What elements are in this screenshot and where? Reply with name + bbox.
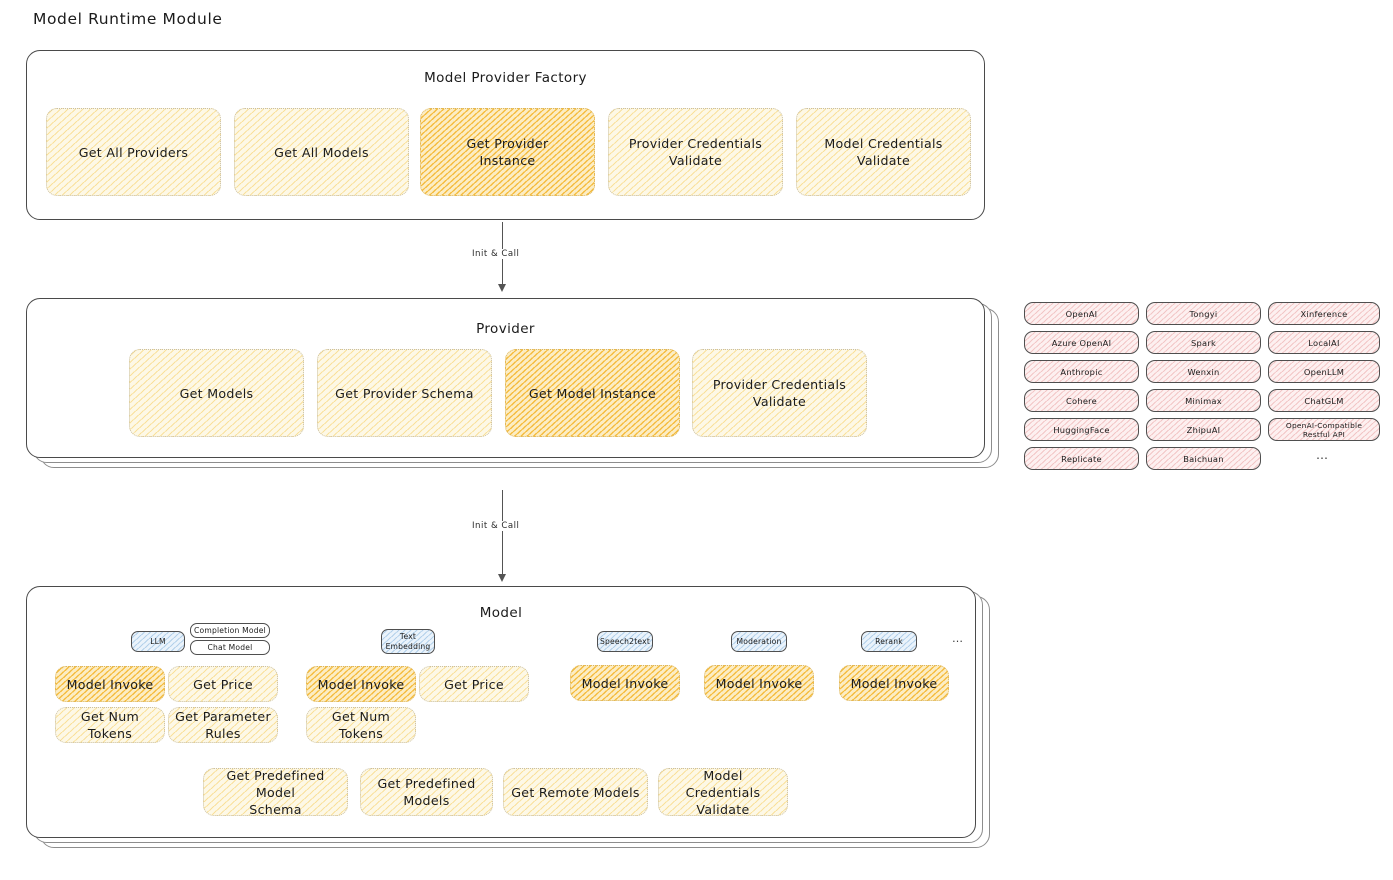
provider-pill-spark[interactable]: Spark — [1146, 331, 1261, 354]
page-title: Model Runtime Module — [33, 10, 223, 28]
provider-list: OpenAI Azure OpenAI Anthropic Cohere Hug… — [1024, 300, 1380, 472]
node-get-all-providers[interactable]: Get All Providers — [46, 108, 221, 196]
badge-rerank[interactable]: Rerank — [861, 631, 917, 652]
provider-pill-huggingface[interactable]: HuggingFace — [1024, 418, 1139, 441]
provider-pill-azure-openai[interactable]: Azure OpenAI — [1024, 331, 1139, 354]
provider-pill-replicate[interactable]: Replicate — [1024, 447, 1139, 470]
section-title-model-provider-factory: Model Provider Factory — [424, 70, 587, 86]
node-speech2text-model-invoke[interactable]: Model Invoke — [570, 665, 680, 701]
badge-chat-model[interactable]: Chat Model — [190, 640, 270, 655]
provider-pill-localai[interactable]: LocalAI — [1268, 331, 1380, 354]
arrow-label-init-and-call-1: Init & Call — [468, 249, 524, 259]
node-provider-credentials-validate-2[interactable]: Provider Credentials Validate — [692, 349, 867, 437]
badge-moderation[interactable]: Moderation — [731, 631, 787, 652]
node-get-remote-models[interactable]: Get Remote Models — [503, 768, 648, 816]
section-model-provider-factory: Model Provider Factory Get All Providers… — [26, 50, 985, 220]
arrow-factory-to-provider: Init & Call — [440, 222, 580, 298]
node-text-embedding-get-price[interactable]: Get Price — [419, 666, 529, 702]
section-title-model: Model — [479, 605, 523, 621]
provider-pill-chatglm[interactable]: ChatGLM — [1268, 389, 1380, 412]
arrow-provider-to-model: Init & Call — [440, 490, 580, 588]
node-get-predefined-models[interactable]: Get Predefined Models — [360, 768, 493, 816]
node-get-all-models[interactable]: Get All Models — [234, 108, 409, 196]
provider-pill-openai-compatible-restful-api[interactable]: OpenAI-Compatible Restful API — [1268, 418, 1380, 441]
badge-llm[interactable]: LLM — [131, 631, 185, 652]
node-llm-get-parameter-rules[interactable]: Get Parameter Rules — [168, 707, 278, 743]
provider-pill-openai[interactable]: OpenAI — [1024, 302, 1139, 325]
node-provider-credentials-validate[interactable]: Provider Credentials Validate — [608, 108, 783, 196]
node-get-provider-schema[interactable]: Get Provider Schema — [317, 349, 492, 437]
node-rerank-model-invoke[interactable]: Model Invoke — [839, 665, 949, 701]
node-text-embedding-get-num-tokens[interactable]: Get Num Tokens — [306, 707, 416, 743]
provider-pill-minimax[interactable]: Minimax — [1146, 389, 1261, 412]
node-moderation-model-invoke[interactable]: Model Invoke — [704, 665, 814, 701]
provider-pill-cohere[interactable]: Cohere — [1024, 389, 1139, 412]
provider-pill-anthropic[interactable]: Anthropic — [1024, 360, 1139, 383]
node-llm-model-invoke[interactable]: Model Invoke — [55, 666, 165, 702]
model-types-more-indicator: … — [952, 632, 964, 645]
arrow-label-init-and-call-2: Init & Call — [468, 521, 524, 531]
badge-completion-model[interactable]: Completion Model — [190, 623, 270, 638]
provider-pill-openllm[interactable]: OpenLLM — [1268, 360, 1380, 383]
section-provider: Provider Get Models Get Provider Schema … — [26, 298, 985, 458]
badge-speech2text[interactable]: Speech2text — [597, 631, 653, 652]
node-get-provider-instance[interactable]: Get Provider Instance — [420, 108, 595, 196]
node-llm-get-num-tokens[interactable]: Get Num Tokens — [55, 707, 165, 743]
node-get-predefined-model-schema[interactable]: Get Predefined Model Schema — [203, 768, 348, 817]
provider-pill-xinference[interactable]: Xinference — [1268, 302, 1380, 325]
node-get-model-instance[interactable]: Get Model Instance — [505, 349, 680, 437]
node-llm-get-price[interactable]: Get Price — [168, 666, 278, 702]
provider-pill-baichuan[interactable]: Baichuan — [1146, 447, 1261, 470]
badge-text-embedding[interactable]: Text Embedding — [381, 629, 435, 654]
provider-pill-tongyi[interactable]: Tongyi — [1146, 302, 1261, 325]
provider-pill-zhipuai[interactable]: ZhipuAI — [1146, 418, 1261, 441]
section-model: Model LLM Completion Model Chat Model Mo… — [26, 586, 976, 838]
section-title-provider: Provider — [476, 321, 535, 337]
node-model-credentials-validate[interactable]: Model Credentials Validate — [796, 108, 971, 196]
node-get-models[interactable]: Get Models — [129, 349, 304, 437]
node-text-embedding-model-invoke[interactable]: Model Invoke — [306, 666, 416, 702]
provider-pill-wenxin[interactable]: Wenxin — [1146, 360, 1261, 383]
provider-list-more-indicator: … — [1316, 448, 1329, 462]
node-model-credentials-validate-3[interactable]: Model Credentials Validate — [658, 768, 788, 817]
